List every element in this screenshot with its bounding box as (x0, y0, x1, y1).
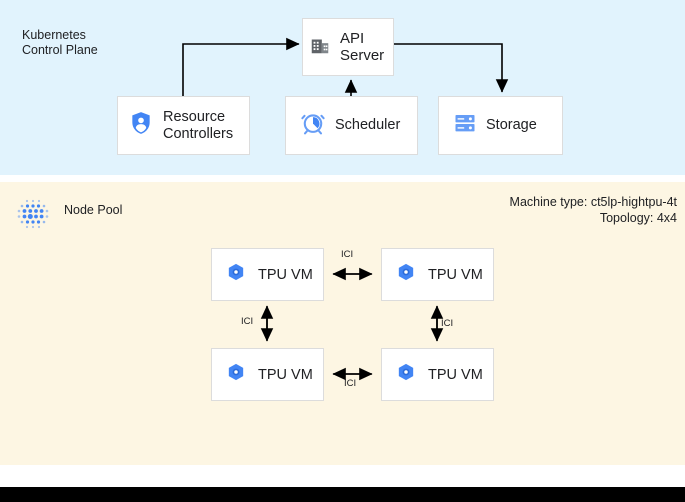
server-rack-icon (453, 111, 477, 140)
building-icon (309, 34, 331, 61)
node-api-server-label: API Server (340, 30, 385, 64)
node-storage[interactable]: Storage (438, 96, 563, 155)
tpu-hexagon-icon (226, 362, 246, 387)
node-api-server[interactable]: API Server (302, 18, 394, 76)
tpu-hexagon-icon (396, 262, 416, 287)
topology-text: Topology: 4x4 (599, 211, 677, 225)
tpu-vm-4-label: TPU VM (428, 366, 483, 383)
ici-label-top: ICI (341, 249, 354, 260)
tpu-vm-2-label: TPU VM (428, 266, 483, 283)
dot-matrix-icon (13, 195, 53, 235)
tpu-vm-3-label: TPU VM (258, 366, 313, 383)
tpu-hexagon-icon (226, 262, 246, 287)
node-resource-controllers[interactable]: Resource Controllers (117, 96, 250, 155)
tpu-hexagon-icon (396, 362, 416, 387)
shield-person-icon (128, 110, 154, 141)
node-pool-label: Node Pool (64, 203, 123, 217)
tpu-vm-2[interactable]: TPU VM (381, 248, 494, 301)
tpu-vm-3[interactable]: TPU VM (211, 348, 324, 401)
tpu-vm-4[interactable]: TPU VM (381, 348, 494, 401)
tpu-vm-1[interactable]: TPU VM (211, 248, 324, 301)
control-plane-label: Kubernetes Control Plane (22, 28, 98, 57)
machine-type-text: Machine type: ct5lp-hightpu-4t (509, 195, 677, 209)
node-scheduler[interactable]: Scheduler (285, 96, 418, 155)
ici-label-bottom: ICI (344, 378, 357, 389)
node-storage-label: Storage (486, 117, 537, 133)
ici-label-right: ICI (441, 318, 454, 329)
alarm-clock-icon (300, 110, 326, 141)
tpu-vm-1-label: TPU VM (258, 266, 313, 283)
ici-label-left: ICI (241, 316, 254, 327)
bottom-bar (0, 487, 685, 502)
node-resource-controllers-label: Resource Controllers (163, 108, 234, 142)
node-pool-region (0, 182, 685, 465)
node-scheduler-label: Scheduler (335, 117, 401, 133)
